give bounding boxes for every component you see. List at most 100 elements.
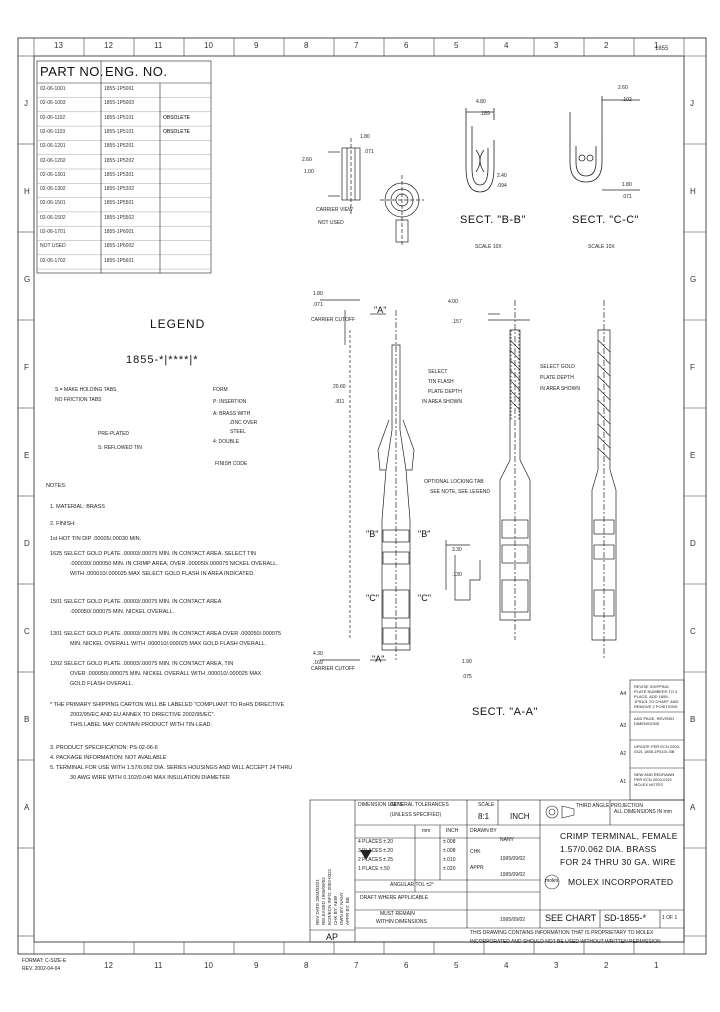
zone-right-E: E xyxy=(690,451,696,460)
dim-top-right-1: 2.60 xyxy=(618,85,628,91)
zone-left-D: D xyxy=(24,539,30,548)
tolerance-inch: ±.008 xyxy=(443,839,456,845)
part-number-cell: 02-06-1001 xyxy=(40,86,66,92)
opt-locking-1: OPTIONAL LOCKING TAB xyxy=(424,479,484,485)
dim-bottom2-1: 1.90 xyxy=(462,659,472,665)
note-line: 3. PRODUCT SPECIFICATION: PS-02-06-6 xyxy=(50,745,158,751)
proprietary-1: THIS DRAWING CONTAINS INFORMATION THAT I… xyxy=(470,930,654,936)
part-number-cell: 02-06-1202 xyxy=(40,157,66,164)
dim-c1-2: .071 xyxy=(622,194,632,200)
zone-top-13: 13 xyxy=(54,41,63,50)
dim-e-2: .130 xyxy=(452,572,462,578)
zone-bottom-4: 4 xyxy=(504,961,509,970)
dim-cv1-2: 1.00 xyxy=(304,169,314,175)
sect-a-label: SECT. "A-A" xyxy=(472,706,538,718)
drafting-label: DRAFT WHERE APPLICABLE xyxy=(360,895,429,901)
third-angle-symbol xyxy=(545,805,575,819)
molex-logo xyxy=(544,874,560,890)
dim-e-1: 3.30 xyxy=(452,547,462,553)
zone-top-2: 2 xyxy=(604,41,609,50)
revision-letter: A2 xyxy=(620,751,627,757)
eng-number-cell: 1855-1P5201 xyxy=(104,143,135,150)
zone-top-4: 4 xyxy=(504,41,509,50)
carrier-cutoff-top: CARRIER CUTOFF xyxy=(311,317,356,323)
dim-cv1-1: 2.60 xyxy=(302,157,312,163)
tolerance-place: 2 PLACES ±.25 xyxy=(358,857,393,863)
dim-h-1: 20.60 xyxy=(333,384,346,390)
legend-plate-1: PRE-PLATED xyxy=(98,431,130,437)
tolerance-inch: ±.010 xyxy=(443,857,456,863)
note-line: 30 AWG WIRE WITH 0.102/0.040 MAX INSULAT… xyxy=(70,775,230,781)
dim-width-2: .071 xyxy=(313,302,323,308)
dim-b1-2: .189 xyxy=(480,111,490,117)
company-name: MOLEX INCORPORATED xyxy=(568,877,674,887)
revision-text: UPDATE PER ECN 2003-0321 1855-1P5101 BB xyxy=(634,744,681,754)
dim-c1-1: 1.80 xyxy=(622,182,632,188)
note-line: 1. MATERIAL: BRASS xyxy=(50,504,105,510)
note-line: 1202 SELECT GOLD PLATE .00003/.00075 MIN… xyxy=(50,661,234,667)
title-block-frame xyxy=(309,799,685,943)
doc-number: SD-1855-* xyxy=(604,913,647,923)
zone-right-G: G xyxy=(690,275,697,284)
zone-bottom-9: 9 xyxy=(254,961,259,970)
terminal-top-view xyxy=(488,300,531,640)
dim-b2-1: 2.40 xyxy=(497,173,507,179)
zone-right-D: D xyxy=(690,539,696,548)
zone-top-12: 12 xyxy=(104,41,113,50)
general-tol-label: GENERAL TOLERANCES xyxy=(390,802,449,808)
zone-left-C: C xyxy=(24,627,30,636)
corner-tag: 1855 xyxy=(655,46,669,52)
carrier-view-drawing xyxy=(328,138,424,245)
note-line: MIN. NICKEL OVERALL WITH .000010/.000025… xyxy=(70,641,267,647)
zone-top-3: 3 xyxy=(554,41,559,50)
ap-label: AP xyxy=(326,932,339,942)
unless-label: (UNLESS SPECIFIED) xyxy=(390,812,442,818)
zone-right-A: A xyxy=(690,803,696,812)
dim-top-right-2: .102 xyxy=(622,97,632,103)
tolerance-place: 1 PLACE ±.50 xyxy=(358,866,390,872)
part-number-cell: 02-06-1501 xyxy=(40,200,66,207)
part-number-cell: 02-06-1103 xyxy=(40,128,66,135)
zone-bottom-5: 5 xyxy=(454,961,459,970)
status-cell: OBSOLETE xyxy=(163,114,190,121)
zone-bottom-6: 6 xyxy=(404,961,409,970)
legend-right-5: STEEL xyxy=(230,429,246,435)
molex-logo-text: molex xyxy=(545,878,559,884)
note-line: 4. PACKAGE INFORMATION: NOT AVAILABLE xyxy=(50,755,167,761)
zone-right-F: F xyxy=(690,363,695,372)
tolerance-inch: ±.020 xyxy=(443,866,456,872)
zone-top-8: 8 xyxy=(304,41,309,50)
date-3: 1995/09/02 xyxy=(500,917,526,923)
zone-left-F: F xyxy=(24,363,29,372)
zone-top-7: 7 xyxy=(354,41,359,50)
note-line: 1st HOT TIN DIP .00005/.00030 MIN. xyxy=(50,536,142,542)
revision-letter: A4 xyxy=(620,691,627,697)
select-gold-2: PLATE DEPTH xyxy=(540,375,574,381)
zone-top-1: 1 xyxy=(654,41,659,50)
triangle-mark xyxy=(360,850,372,860)
eng-number-cell: 1855-1P5501 xyxy=(104,200,135,207)
carrier-cutoff-bottom: CARRIER CUTOFF xyxy=(311,666,356,672)
label-a-top: "A" xyxy=(374,305,387,315)
date-1: 1995/09/02 xyxy=(500,856,526,862)
appr-label: APPR xyxy=(470,865,484,871)
title-line-3: FOR 24 THRU 30 GA. WIRE xyxy=(560,857,676,867)
label-b-left: "B" xyxy=(366,529,379,539)
zone-bottom-11: 11 xyxy=(154,961,163,970)
dim-cv2-1: 1.80 xyxy=(360,134,370,140)
eng-number-cell: 1855-1P5601 xyxy=(104,257,135,264)
eng-number-cell: 1855-1P5301 xyxy=(104,171,135,178)
scale-value: 8:1 xyxy=(478,812,490,821)
note-line: OVER .000050/.000075 MIN. NICKEL OVERALL… xyxy=(70,671,262,677)
dim-ref-2: .157 xyxy=(452,319,462,325)
eng-no-header: ENG. NO. xyxy=(105,64,168,79)
eng-number-cell: 1855-1P5101 xyxy=(104,128,135,135)
dim-b2-2: .094 xyxy=(497,183,507,189)
label-c-right: "C" xyxy=(418,593,431,603)
sect-a-drawing xyxy=(445,540,481,601)
dim-h-2: .811 xyxy=(335,399,345,405)
zone-left-J: J xyxy=(24,99,28,108)
zone-bottom-8: 8 xyxy=(304,961,309,970)
zone-top-9: 9 xyxy=(254,41,259,50)
note-line: GOLD FLASH OVERALL. xyxy=(70,681,134,687)
